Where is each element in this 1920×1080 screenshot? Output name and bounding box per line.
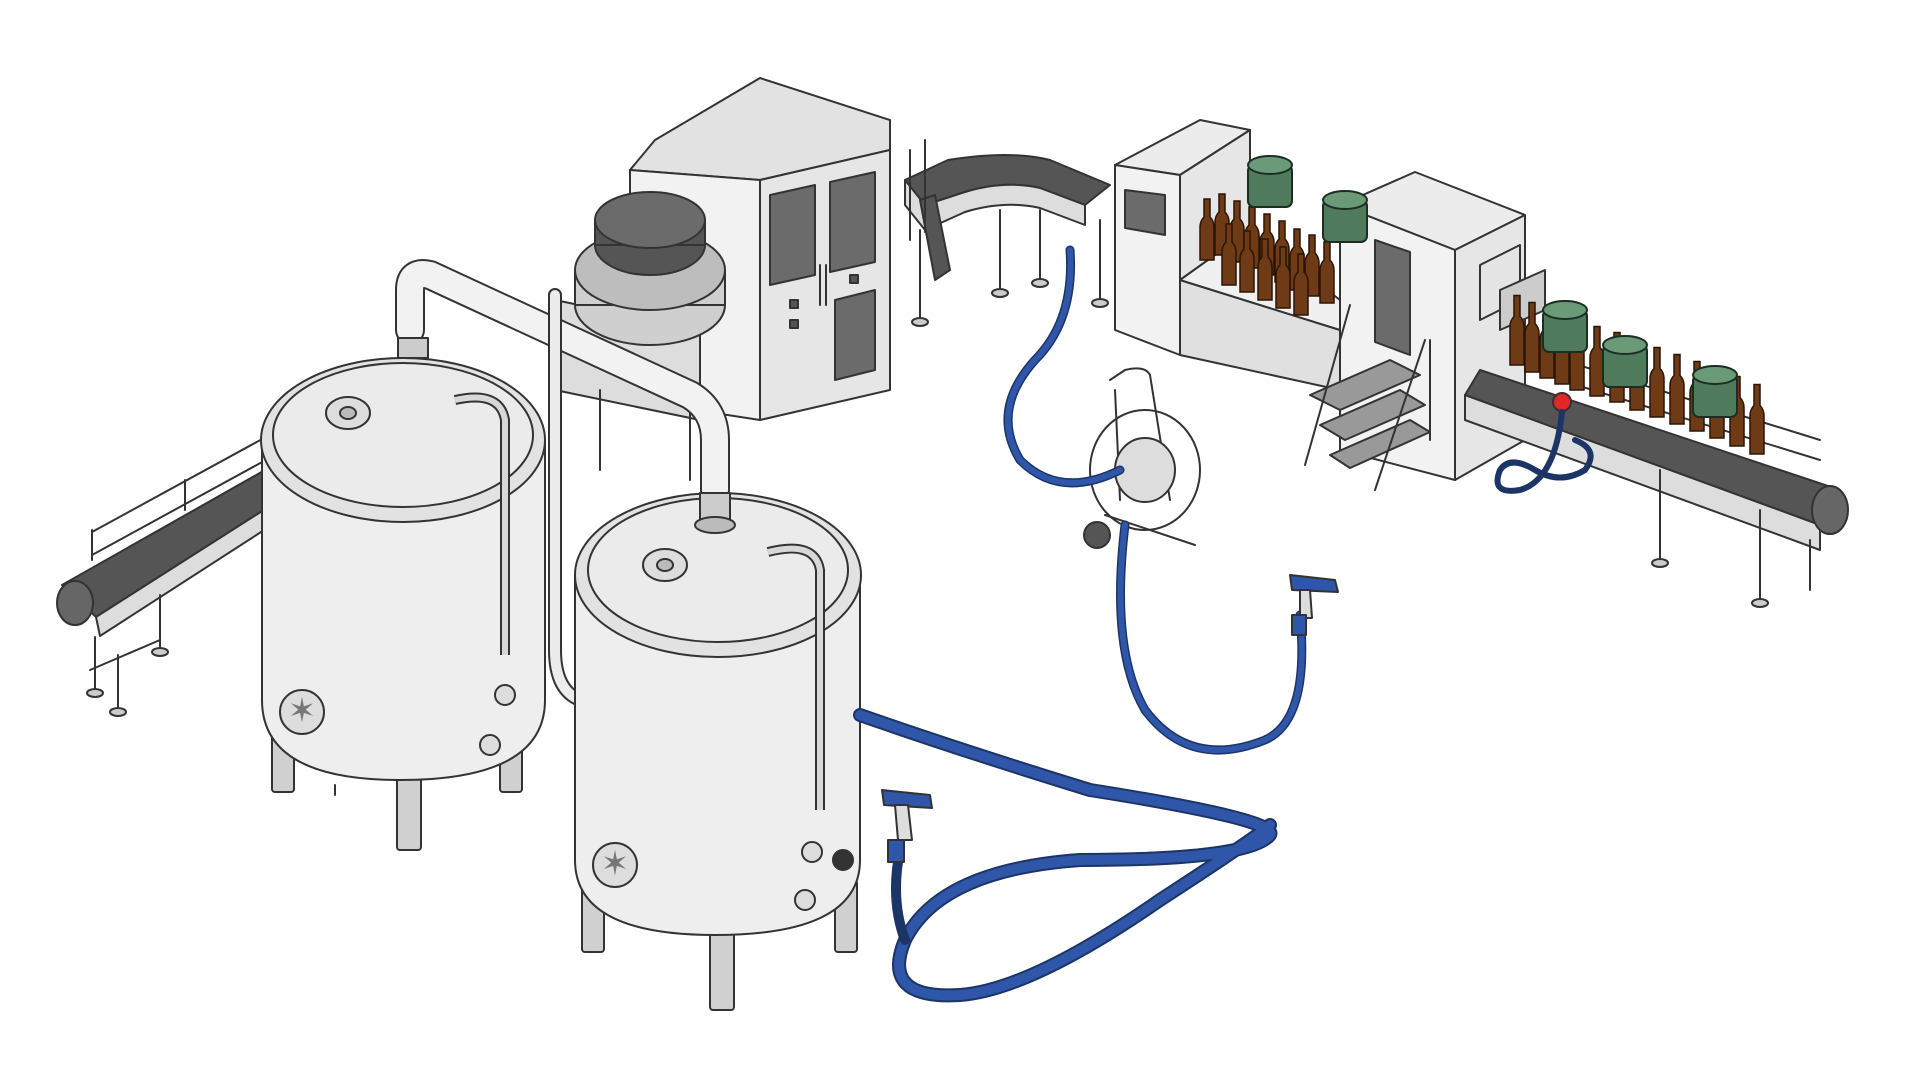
bottle <box>1749 383 1765 455</box>
brew-tank-2: ✶ <box>574 492 862 1011</box>
capping-head-top <box>1247 155 1293 175</box>
capping-heads <box>1247 155 1738 418</box>
capping-head-top <box>1542 300 1588 320</box>
bottle <box>1293 253 1309 316</box>
capping-head-top <box>1692 365 1738 385</box>
water-hoses <box>853 245 1307 1003</box>
brew-tank-1: ✶ <box>260 337 546 851</box>
top-curved-conveyor <box>904 139 1111 327</box>
mixer-unit <box>554 191 726 481</box>
bottle <box>1275 246 1291 309</box>
star-handwheel-icon: ✶ <box>288 691 317 731</box>
bottle-group-filler <box>1199 193 1335 316</box>
air-nozzle <box>1494 392 1594 494</box>
bottle <box>1199 198 1215 261</box>
capping-head-top <box>1602 335 1648 355</box>
bottle <box>1524 301 1540 373</box>
bottle <box>1221 223 1237 286</box>
capping-head-top <box>1322 190 1368 210</box>
spray-nozzle-icon <box>1289 574 1339 636</box>
bottle <box>1649 346 1665 418</box>
left-conveyor <box>56 431 293 717</box>
bottle <box>1589 325 1605 397</box>
bottle <box>1509 294 1525 366</box>
bottle <box>1257 238 1273 301</box>
hose-reel-cart <box>1083 367 1201 549</box>
star-handwheel-icon: ✶ <box>601 844 630 884</box>
access-stairs <box>1304 304 1431 491</box>
bottle <box>1239 230 1255 293</box>
transfer-piping <box>395 259 730 707</box>
spray-nozzle-icon <box>881 789 933 863</box>
bottle <box>1319 241 1335 304</box>
bottle <box>1669 353 1685 425</box>
